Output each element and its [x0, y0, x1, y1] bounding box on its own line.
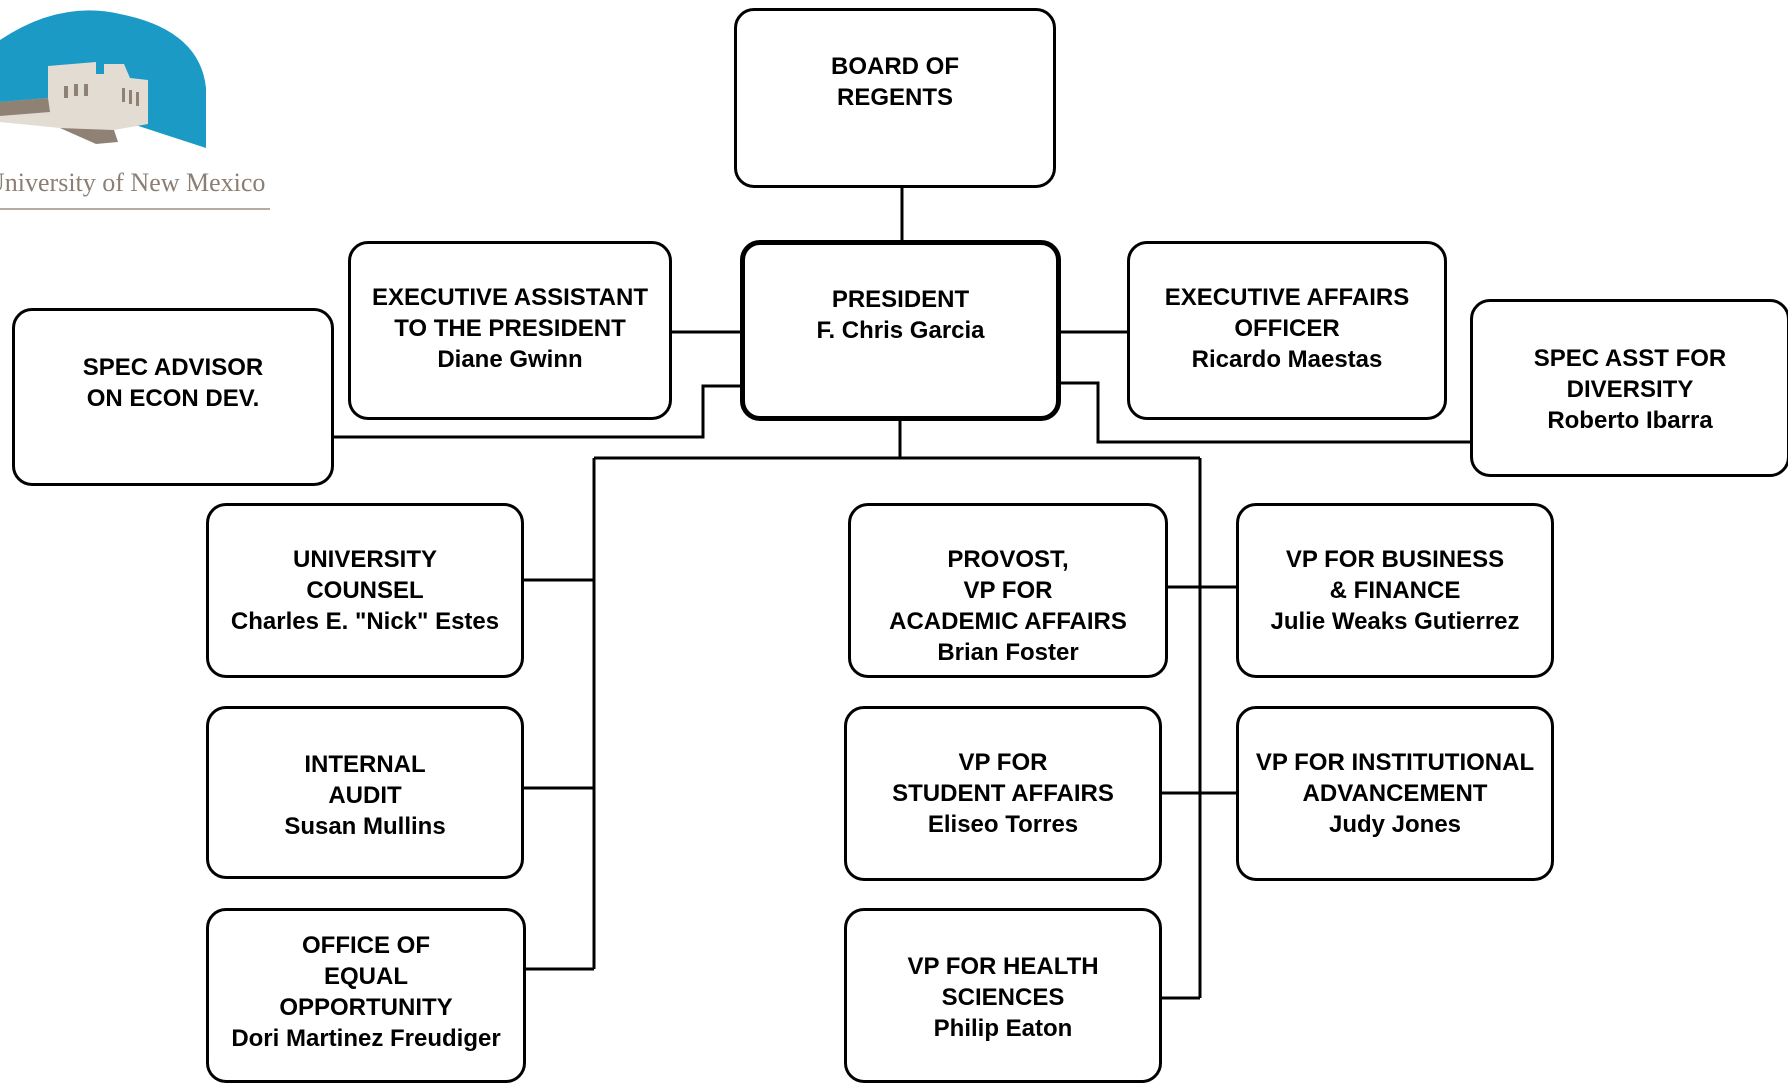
node-line: & FINANCE: [1329, 577, 1461, 604]
internal-audit-box: INTERNAL AUDIT Susan Mullins: [206, 706, 524, 879]
vp-student-affairs-box: VP FOR STUDENT AFFAIRS Eliseo Torres: [844, 706, 1162, 881]
node-line: OPPORTUNITY: [279, 994, 453, 1021]
node-line: SPEC ADVISOR: [82, 354, 264, 381]
node-line: VP FOR BUSINESS: [1285, 546, 1505, 573]
node-line: EXECUTIVE AFFAIRS: [1164, 284, 1410, 311]
executive-affairs-officer-box: EXECUTIVE AFFAIRS OFFICER Ricardo Maesta…: [1127, 241, 1447, 420]
node-line: ACADEMIC AFFAIRS: [889, 608, 1127, 635]
node-line: VP FOR: [963, 577, 1053, 604]
node-line: OFFICER: [1234, 315, 1340, 342]
spec-asst-connector: [1061, 381, 1470, 444]
node-line: PRESIDENT: [831, 286, 970, 313]
vp-health-sciences-box: VP FOR HEALTH SCIENCES Philip Eaton: [844, 908, 1162, 1083]
logo-underline: [0, 208, 270, 210]
spec-asst-diversity-box: SPEC ASST FOR DIVERSITY Roberto Ibarra: [1470, 299, 1788, 477]
node-line: PROVOST,: [947, 546, 1069, 573]
node-line: UNIVERSITY: [292, 546, 438, 573]
node-line: BOARD OF: [831, 53, 959, 80]
node-line: AUDIT: [328, 782, 402, 809]
node-line: INTERNAL: [304, 751, 426, 778]
node-line: F. Chris Garcia: [816, 317, 985, 344]
unm-logo: University of New Mexico: [0, 0, 290, 220]
node-line: STUDENT AFFAIRS: [892, 780, 1114, 807]
node-line: VP FOR INSTITUTIONAL: [1255, 749, 1535, 776]
board-of-regents-box: BOARD OF REGENTS: [734, 8, 1056, 188]
node-line: Philip Eaton: [933, 1015, 1073, 1042]
provost-box: PROVOST, VP FOR ACADEMIC AFFAIRS Brian F…: [848, 503, 1168, 678]
node-line: Roberto Ibarra: [1547, 407, 1713, 434]
logo-building-base: [60, 128, 118, 144]
node-line: VP FOR HEALTH: [907, 953, 1099, 980]
node-line: Judy Jones: [1328, 811, 1462, 838]
node-line: Julie Weaks Gutierrez: [1270, 608, 1520, 635]
node-line: COUNSEL: [306, 577, 424, 604]
equal-opportunity-box: OFFICE OF EQUAL OPPORTUNITY Dori Martine…: [206, 908, 526, 1083]
spec-advisor-box: SPEC ADVISOR ON ECON DEV.: [12, 308, 334, 486]
node-line: SPEC ASST FOR: [1533, 345, 1727, 372]
vp-institutional-advancement-box: VP FOR INSTITUTIONAL ADVANCEMENT Judy Jo…: [1236, 706, 1554, 881]
node-line: REGENTS: [836, 84, 953, 111]
university-counsel-box: UNIVERSITY COUNSEL Charles E. "Nick" Est…: [206, 503, 524, 678]
unm-logo-mark: [0, 10, 206, 148]
executive-assistant-box: EXECUTIVE ASSISTANT TO THE PRESIDENT Dia…: [348, 241, 672, 420]
logo-text: University of New Mexico: [0, 168, 266, 197]
node-line: ON ECON DEV.: [86, 385, 260, 412]
node-line: OFFICE OF: [302, 932, 430, 959]
president-box: PRESIDENT F. Chris Garcia: [740, 240, 1061, 421]
node-line: Diane Gwinn: [437, 346, 583, 373]
vp-business-finance-box: VP FOR BUSINESS & FINANCE Julie Weaks Gu…: [1236, 503, 1554, 678]
node-line: ADVANCEMENT: [1302, 780, 1488, 807]
spec-advisor-connector: [334, 384, 740, 439]
node-line: Ricardo Maestas: [1191, 346, 1383, 373]
node-line: EXECUTIVE ASSISTANT: [371, 284, 649, 311]
logo-building-shadow: [0, 98, 50, 116]
node-line: EQUAL: [324, 963, 408, 990]
node-line: Brian Foster: [937, 639, 1079, 666]
node-line: VP FOR: [958, 749, 1048, 776]
node-line: SCIENCES: [941, 984, 1065, 1011]
node-line: TO THE PRESIDENT: [394, 315, 626, 342]
node-line: DIVERSITY: [1566, 376, 1694, 403]
node-line: Eliseo Torres: [927, 811, 1079, 838]
node-line: Susan Mullins: [284, 813, 446, 840]
node-line: Dori Martinez Freudiger: [231, 1025, 501, 1052]
node-line: Charles E. "Nick" Estes: [230, 608, 500, 635]
